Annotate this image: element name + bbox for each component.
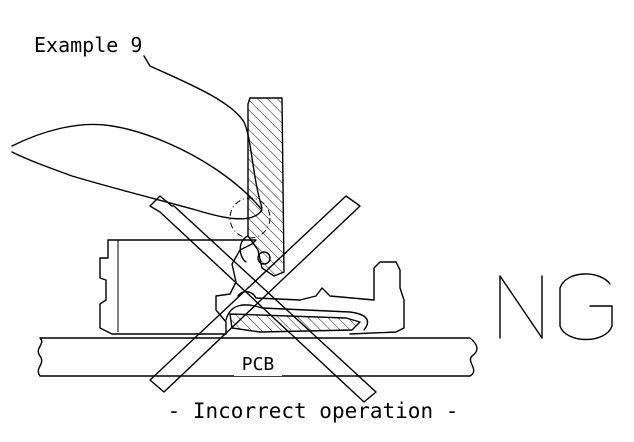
caption: - Incorrect operation - (168, 399, 459, 423)
cross-bar-2 (149, 195, 361, 393)
letter-n (499, 275, 543, 339)
cross-bar-1 (149, 195, 377, 403)
example-label: Example 9 (34, 33, 142, 57)
pcb-board (37, 337, 478, 377)
finger-outline (11, 123, 263, 220)
ng-verdict: NG (499, 273, 613, 341)
cross-out-mark (149, 195, 377, 403)
actuator-pivot (257, 251, 271, 265)
connector-housing (99, 239, 257, 335)
contact-tail (225, 304, 369, 331)
contact-point-circle (229, 197, 271, 239)
letter-g (559, 273, 613, 341)
ng-text: NG (552, 329, 554, 331)
actuator-lever (247, 97, 285, 277)
pcb-label: PCB (242, 354, 275, 375)
example-leader-line (143, 55, 263, 209)
pcb-label-backdrop (234, 350, 282, 376)
